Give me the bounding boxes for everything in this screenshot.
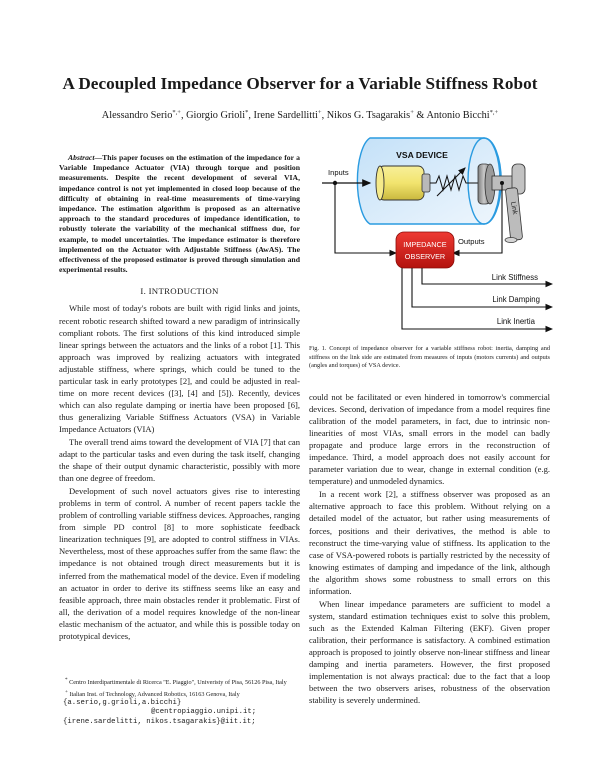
footnote-mark: *: [65, 677, 68, 683]
footnote-email-2: {irene.sardelitti, nikos.tsagarakis}@iit…: [63, 717, 256, 726]
section-heading-introduction: I. INTRODUCTION: [140, 286, 219, 297]
figure-1-diagram: VSA DEVICE Link Inputs: [318, 134, 556, 334]
footnote-text: Centro Interdipartimentale di Ricerca "E…: [69, 679, 287, 687]
author-affiliation-mark: +: [317, 109, 322, 116]
outputs-label: Outputs: [458, 237, 485, 246]
vsa-device-label: VSA DEVICE: [396, 150, 448, 160]
right-column: could not be facilitated or even hindere…: [309, 391, 550, 706]
variable-spring-icon: [430, 167, 478, 197]
author-affiliation-mark: +: [410, 109, 414, 116]
link-inertia-label: Link Inertia: [497, 317, 536, 326]
left-column: Abstract—This paper focuses on the estim…: [59, 153, 300, 642]
motor-icon: [375, 165, 431, 201]
author-name: Giorgio Grioli: [186, 110, 246, 121]
body-paragraph: When linear impedance parameters are suf…: [309, 598, 550, 706]
inputs-label: Inputs: [328, 168, 349, 177]
author-name: Antonio Bicchi: [426, 110, 490, 121]
author-affiliation-mark: *,+: [172, 109, 181, 116]
observer-label-line1: IMPEDANCE: [403, 240, 447, 249]
author-separator: ,: [180, 110, 187, 121]
link-icon: Link: [504, 163, 526, 243]
body-paragraph: In a recent work [2], a stiffness observ…: [309, 489, 550, 596]
body-paragraph: could not be facilitated or even hindere…: [309, 392, 550, 487]
footnote-email-1: {a.serio,g.grioli,a.bicchi}: [63, 699, 182, 708]
author-name: Alessandro Serio: [101, 110, 173, 121]
footnote-mark: +: [65, 688, 68, 695]
body-paragraph: The overall trend aims toward the develo…: [59, 437, 300, 484]
author-name: Irene Sardellitti: [253, 110, 318, 121]
author-name: Nikos G. Tsagarakis: [326, 110, 411, 121]
footnote-affiliation-1: * Centro Interdipartimentale di Ricerca …: [59, 676, 300, 688]
paper-title: A Decoupled Impedance Observer for a Var…: [62, 74, 538, 93]
author-affiliation-mark: *: [245, 109, 249, 116]
impedance-observer-block: IMPEDANCE OBSERVER: [395, 231, 455, 269]
author-separator: &: [413, 110, 427, 121]
link-label: Link: [509, 201, 518, 215]
footnote-text: Italian Inst. of Technology, Advanced Ro…: [69, 690, 240, 698]
body-paragraph: While most of today's robots are built w…: [59, 303, 300, 434]
link-stiffness-label: Link Stiffness: [492, 273, 538, 282]
author-separator: ,: [321, 110, 327, 121]
footnotes: * Centro Interdipartimentale di Ricerca …: [59, 676, 300, 727]
abstract-lead: Abstract: [68, 153, 95, 162]
abstract-text: This paper focuses on the estimation of …: [59, 153, 300, 275]
link-damping-label: Link Damping: [492, 295, 540, 304]
body-paragraph: Development of such novel actuators give…: [59, 486, 300, 641]
author-list: Alessandro Serio*,+, Giorgio Grioli*, Ir…: [0, 109, 600, 121]
abstract: Abstract—This paper focuses on the estim…: [59, 153, 300, 275]
author-separator: ,: [248, 110, 254, 121]
author-affiliation-mark: *,+: [489, 109, 499, 116]
footnote-affiliation-2: + Italian Inst. of Technology, Advanced …: [59, 688, 300, 700]
observer-label-line2: OBSERVER: [405, 252, 445, 261]
footnote-email-domain: @centropiaggio.unipi.it;: [151, 708, 257, 717]
output-disc-icon: [477, 163, 517, 205]
abstract-dash: —: [94, 153, 103, 162]
figure-1-caption: Fig. 1. Concept of impedance observer fo…: [309, 345, 550, 370]
